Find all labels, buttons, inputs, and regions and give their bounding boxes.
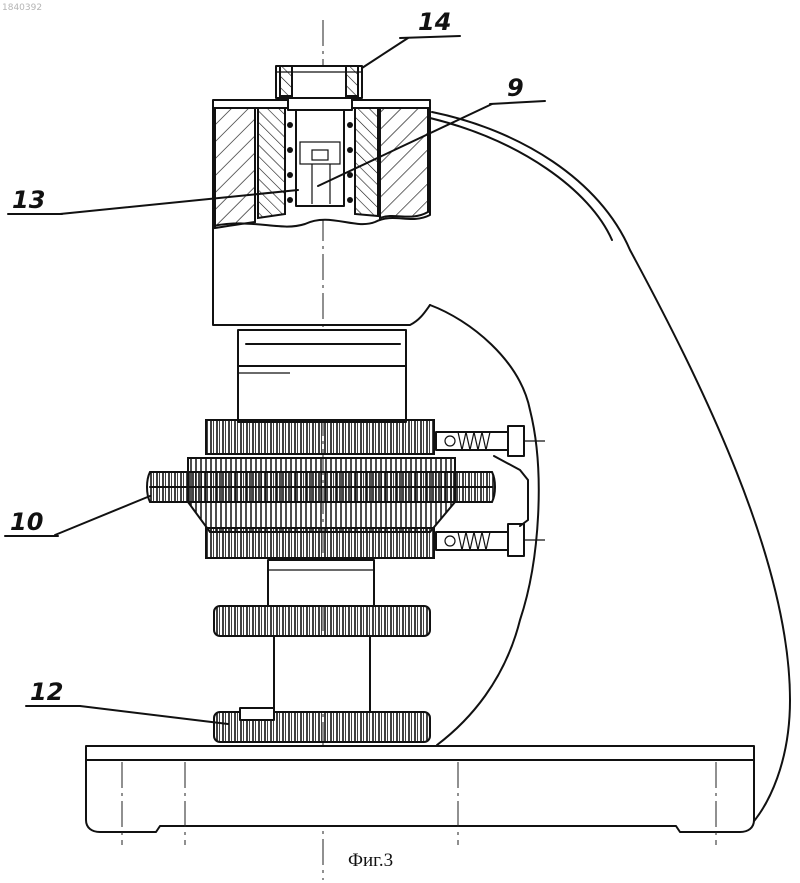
frame-bracket <box>494 456 528 526</box>
callout-label-10: 10 <box>10 508 43 536</box>
upper-spring-pin <box>436 426 545 456</box>
callout-12: 12 <box>26 678 228 724</box>
head-lower-body <box>213 226 430 325</box>
figure-caption: Фиг.3 <box>348 850 393 871</box>
lower-spring-pin <box>436 524 545 556</box>
callout-label-14: 14 <box>418 8 451 36</box>
middle-gear <box>214 606 430 636</box>
column-upper <box>238 366 406 422</box>
bushing-right <box>355 108 378 216</box>
frame-outer-curve-inner <box>430 118 612 240</box>
callout-label-9: 9 <box>507 74 524 102</box>
top-nut-right-section <box>346 66 358 96</box>
column-lower-upper <box>268 560 374 606</box>
head-section-right <box>380 108 428 218</box>
document-ref-number: 1840392 <box>2 3 42 13</box>
lower-gear <box>206 528 434 558</box>
head-section-left <box>215 108 255 228</box>
sleeve-top <box>238 330 406 366</box>
column-lower <box>274 636 370 712</box>
callout-10: 10 <box>5 496 150 536</box>
callout-label-12: 12 <box>30 678 63 706</box>
bushing-left <box>258 108 285 218</box>
frame-outer-curve <box>432 112 790 828</box>
upper-gear <box>206 420 434 454</box>
callout-label-13: 13 <box>12 186 45 214</box>
top-nut-left-section <box>280 66 292 96</box>
base-plate <box>86 746 754 832</box>
bottom-gear-notch <box>240 708 274 720</box>
callout-14: 14 <box>362 8 460 68</box>
